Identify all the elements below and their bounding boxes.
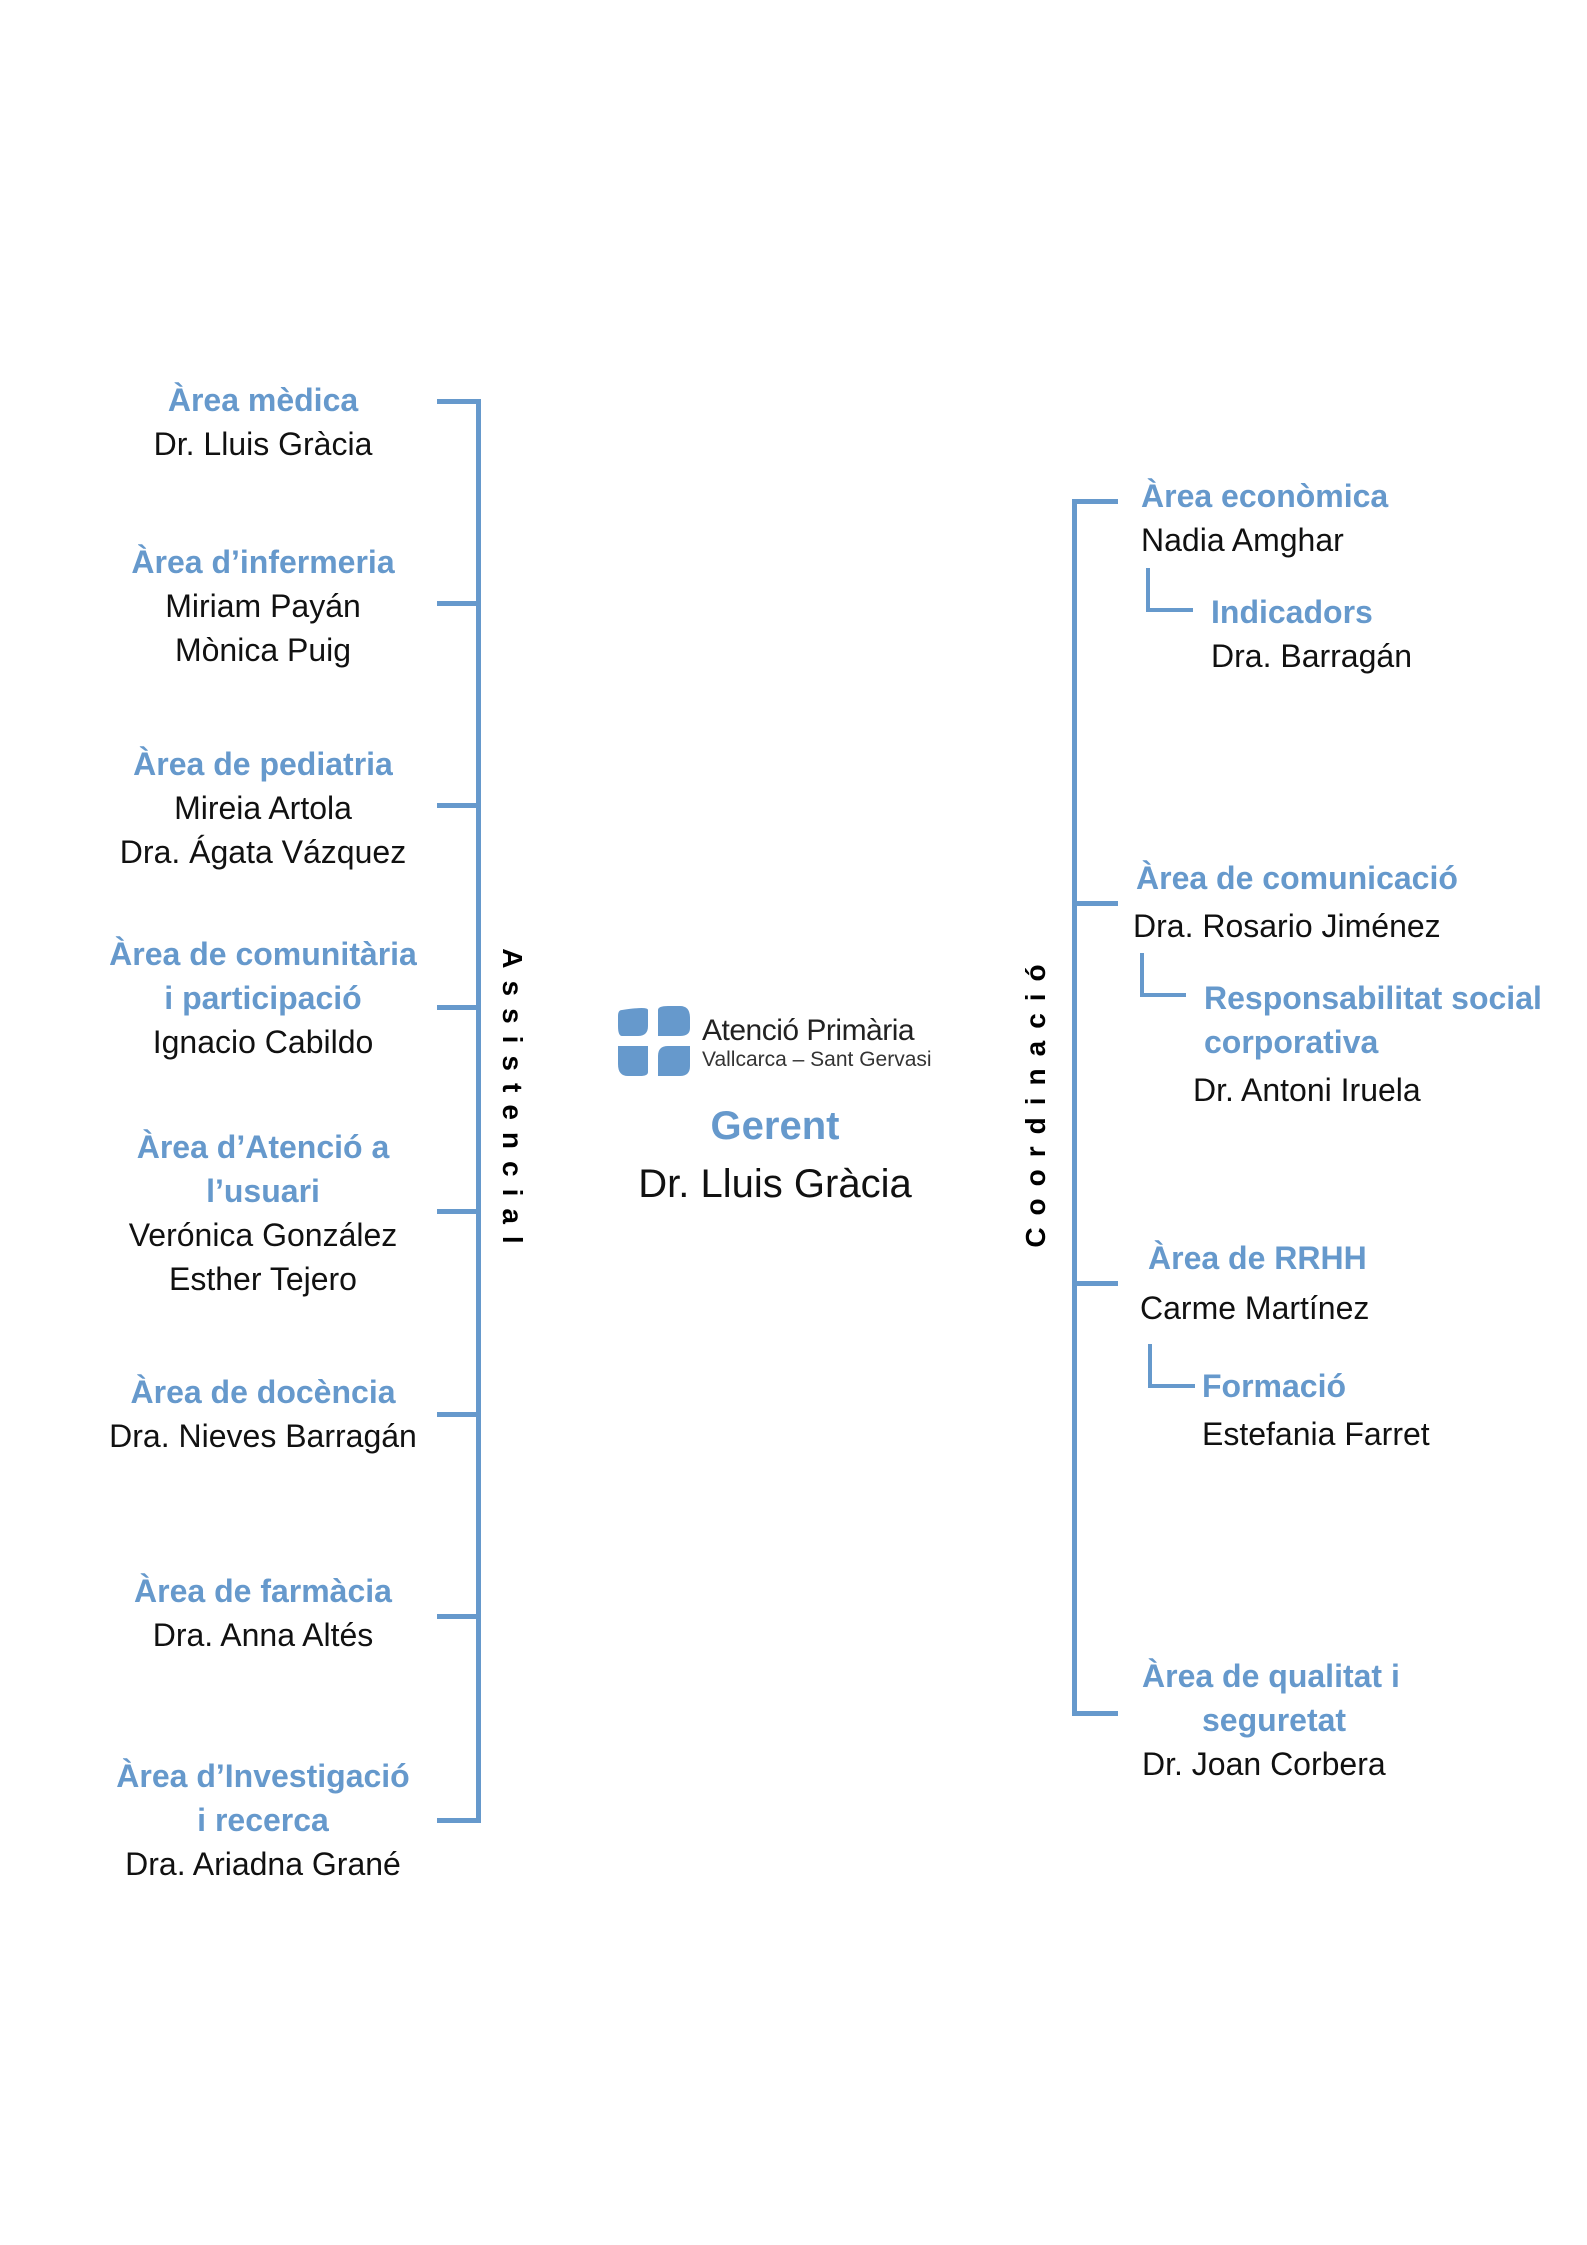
sub-connector	[1140, 953, 1144, 997]
sub-connector	[1148, 1344, 1152, 1388]
bracket-tick	[437, 1209, 481, 1214]
area-title: i recerca	[197, 1802, 329, 1838]
area-title: Àrea mèdica	[167, 382, 359, 418]
bracket-tick	[437, 1818, 481, 1823]
area-rrhh: Àrea de RRHH Carme Martínez	[1140, 1236, 1369, 1330]
bracket-tick	[437, 1005, 481, 1010]
person-name: Nadia Amghar	[1141, 522, 1344, 558]
bracket-tick	[1072, 1711, 1118, 1716]
bracket-tick	[1072, 499, 1118, 504]
bracket-tick	[437, 1614, 481, 1619]
area-economica: Àrea econòmica Nadia Amghar	[1141, 474, 1388, 562]
person-name: Dr. Lluis Gràcia	[153, 426, 373, 462]
person-name: Dr. Antoni Iruela	[1193, 1072, 1421, 1108]
person-name: Dra. Anna Altés	[152, 1617, 374, 1653]
area-title: seguretat	[1202, 1702, 1347, 1738]
sub-title: Responsabilitat social	[1204, 980, 1542, 1016]
area-title: i participació	[164, 980, 362, 1016]
area-title: l’usuari	[206, 1173, 320, 1209]
area-title: Àrea de docència	[130, 1374, 396, 1410]
person-name: Dra. Barragán	[1211, 638, 1412, 674]
person-name: Carme Martínez	[1140, 1290, 1370, 1326]
area-title: Àrea de farmàcia	[134, 1573, 392, 1609]
area-title: Àrea de comunicació	[1136, 860, 1458, 896]
area-title: Àrea d’Investigació	[116, 1758, 410, 1794]
person-name: Mònica Puig	[174, 632, 352, 668]
bracket-tick	[1072, 1281, 1118, 1286]
person-name: Esther Tejero	[169, 1261, 357, 1297]
coordinacio-label: Coordinació	[1020, 952, 1051, 1248]
sub-connector	[1146, 608, 1193, 612]
sub-responsabilitat-social: Responsabilitat social corporativa Dr. A…	[1193, 976, 1542, 1112]
cross-logo-icon	[618, 1006, 690, 1076]
atencio-primaria-logo: Atenció Primària Vallcarca – Sant Gervas…	[618, 1004, 938, 1076]
person-name: Verónica González	[128, 1217, 398, 1253]
sub-connector	[1140, 993, 1186, 997]
area-pediatria: Àrea de pediatria Mireia Artola Dra. Ága…	[63, 742, 463, 874]
area-investigacio: Àrea d’Investigació i recerca Dra. Ariad…	[63, 1754, 463, 1886]
sub-connector	[1146, 568, 1150, 612]
area-docencia: Àrea de docència Dra. Nieves Barragán	[63, 1370, 463, 1458]
logo-title: Atenció Primària	[702, 1014, 915, 1047]
person-name: Estefania Farret	[1202, 1416, 1430, 1452]
area-title: Àrea de RRHH	[1148, 1240, 1367, 1276]
bracket-tick	[1072, 901, 1118, 906]
person-name: Dra. Ágata Vázquez	[119, 834, 407, 870]
bracket-tick	[437, 601, 481, 606]
person-name: Dra. Nieves Barragán	[109, 1418, 417, 1454]
area-farmacia: Àrea de farmàcia Dra. Anna Altés	[63, 1569, 463, 1657]
sub-formacio: Formació Estefania Farret	[1202, 1364, 1430, 1456]
person-name: Dr. Joan Corbera	[1142, 1746, 1386, 1782]
assistencial-bracket-line	[476, 399, 481, 1823]
logo-subtitle: Vallcarca – Sant Gervasi	[702, 1048, 932, 1071]
area-medica: Àrea mèdica Dr. Lluis Gràcia	[63, 378, 463, 466]
person-name: Ignacio Cabildo	[152, 1024, 374, 1060]
sub-title: Formació	[1202, 1368, 1347, 1404]
coordinacio-bracket-line	[1072, 499, 1077, 1716]
bracket-tick	[437, 1412, 481, 1417]
assistencial-label: Assistencial	[497, 948, 528, 1256]
area-title: Àrea de qualitat i	[1142, 1658, 1400, 1694]
area-title: Àrea de comunitària	[109, 936, 417, 972]
bracket-tick	[437, 399, 481, 404]
area-qualitat: Àrea de qualitat i seguretat Dr. Joan Co…	[1142, 1654, 1400, 1786]
area-comunitaria: Àrea de comunitària i participació Ignac…	[63, 932, 463, 1064]
person-name: Dra. Rosario Jiménez	[1133, 908, 1441, 944]
area-atencio-usuari: Àrea d’Atenció a l’usuari Verónica Gonzá…	[63, 1125, 463, 1301]
area-title: Àrea econòmica	[1141, 478, 1389, 514]
area-comunicacio: Àrea de comunicació Dra. Rosario Jiménez	[1133, 856, 1458, 948]
person-name: Miriam Payán	[165, 588, 361, 624]
sub-indicadors: Indicadors Dra. Barragán	[1211, 590, 1412, 678]
person-name: Dra. Ariadna Grané	[125, 1846, 401, 1882]
sub-title: Indicadors	[1211, 594, 1373, 630]
area-title: Àrea d’infermeria	[131, 544, 395, 580]
gerent-name: Dr. Lluis Gràcia	[638, 1162, 912, 1206]
area-title: Àrea de pediatria	[133, 746, 393, 782]
sub-connector	[1148, 1384, 1195, 1388]
area-title: Àrea d’Atenció a	[136, 1129, 390, 1165]
gerent-role: Gerent	[710, 1104, 840, 1148]
bracket-tick	[437, 803, 481, 808]
area-infermeria: Àrea d’infermeria Miriam Payán Mònica Pu…	[63, 540, 463, 672]
sub-title: corporativa	[1204, 1024, 1379, 1060]
person-name: Mireia Artola	[174, 790, 352, 826]
